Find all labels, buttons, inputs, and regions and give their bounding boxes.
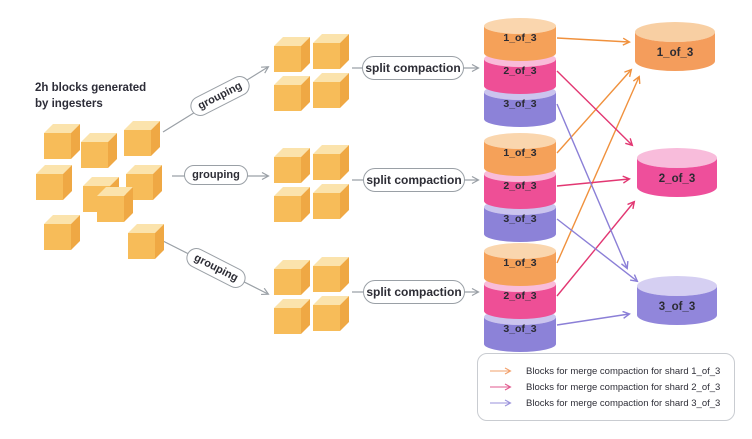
shard-label: 3_of_3 [503, 98, 537, 110]
legend-arrow-shard1-icon [490, 367, 512, 375]
block-cube [124, 121, 160, 156]
legend-row-shard3: Blocks for merge compaction for shard 3_… [488, 398, 734, 409]
merge-arrow-shard1-from-stack2 [556, 70, 631, 154]
block-cube [313, 257, 349, 292]
block-cube [274, 76, 310, 111]
merged-shard-label-1of3: 1_of_3 [656, 47, 694, 59]
grouped-blocks-row3 [274, 257, 349, 334]
shard-label: 1_of_3 [503, 147, 537, 159]
shard-label: 2_of_3 [503, 180, 537, 192]
block-cube [274, 260, 310, 295]
merge-arrow-shard1-from-stack3 [556, 77, 639, 264]
legend-arrow-shard2-icon [490, 383, 512, 391]
merge-arrow-shard3-from-stack1 [556, 103, 627, 268]
grouped-blocks-row1 [274, 34, 349, 111]
block-cube [313, 34, 349, 69]
block-cube [44, 215, 80, 250]
split-compaction-pill-row2: split compaction [363, 168, 465, 192]
shard-label: 3_of_3 [503, 213, 537, 225]
diagram-title: 2h blocks generated by ingesters [35, 82, 147, 111]
shard-label: 3_of_3 [503, 323, 537, 335]
grouped-blocks-row2 [274, 145, 349, 222]
grouping-pill-row2: grouping [184, 165, 248, 185]
block-cube [313, 184, 349, 219]
merge-arrow-shard3-from-stack3 [556, 314, 629, 326]
merge-arrow-shard3-from-stack2 [556, 218, 637, 281]
shard-label: 2_of_3 [503, 65, 537, 77]
merged-shard-label-2of3: 2_of_3 [658, 173, 696, 185]
legend-row-shard1: Blocks for merge compaction for shard 1_… [488, 366, 734, 377]
block-cube [313, 296, 349, 331]
block-cube [274, 299, 310, 334]
legend-arrow-shard3-icon [490, 399, 512, 407]
shard-label: 2_of_3 [503, 290, 537, 302]
split-compaction-pill-row1: split compaction [362, 56, 464, 80]
block-cube [81, 133, 117, 168]
block-cube [313, 73, 349, 108]
block-cube [36, 165, 72, 200]
block-cube [274, 148, 310, 183]
merged-shard-label-3of3: 3_of_3 [658, 301, 696, 313]
block-cube [128, 224, 164, 259]
merge-arrow-shard1-from-stack1 [556, 37, 629, 42]
merge-arrow-shard2-from-stack2 [556, 179, 629, 187]
legend-row-shard2: Blocks for merge compaction for shard 2_… [488, 382, 734, 393]
block-cube [313, 145, 349, 180]
shard-label: 1_of_3 [503, 32, 537, 44]
ingester-blocks-scatter [36, 121, 164, 259]
block-cube [274, 187, 310, 222]
legend-label-shard1: Blocks for merge compaction for shard 1_… [526, 365, 721, 377]
legend-label-shard3: Blocks for merge compaction for shard 3_… [526, 397, 721, 409]
block-cube [274, 37, 310, 72]
block-cube [44, 124, 80, 159]
legend-box: Blocks for merge compaction for shard 1_… [477, 353, 735, 421]
merge-arrow-shard2-from-stack1 [556, 70, 632, 145]
legend-label-shard2: Blocks for merge compaction for shard 2_… [526, 381, 721, 393]
shard-label: 1_of_3 [503, 257, 537, 269]
block-cube [97, 187, 133, 222]
split-compaction-pill-row3: split compaction [363, 280, 465, 304]
merge-arrows [556, 37, 639, 326]
